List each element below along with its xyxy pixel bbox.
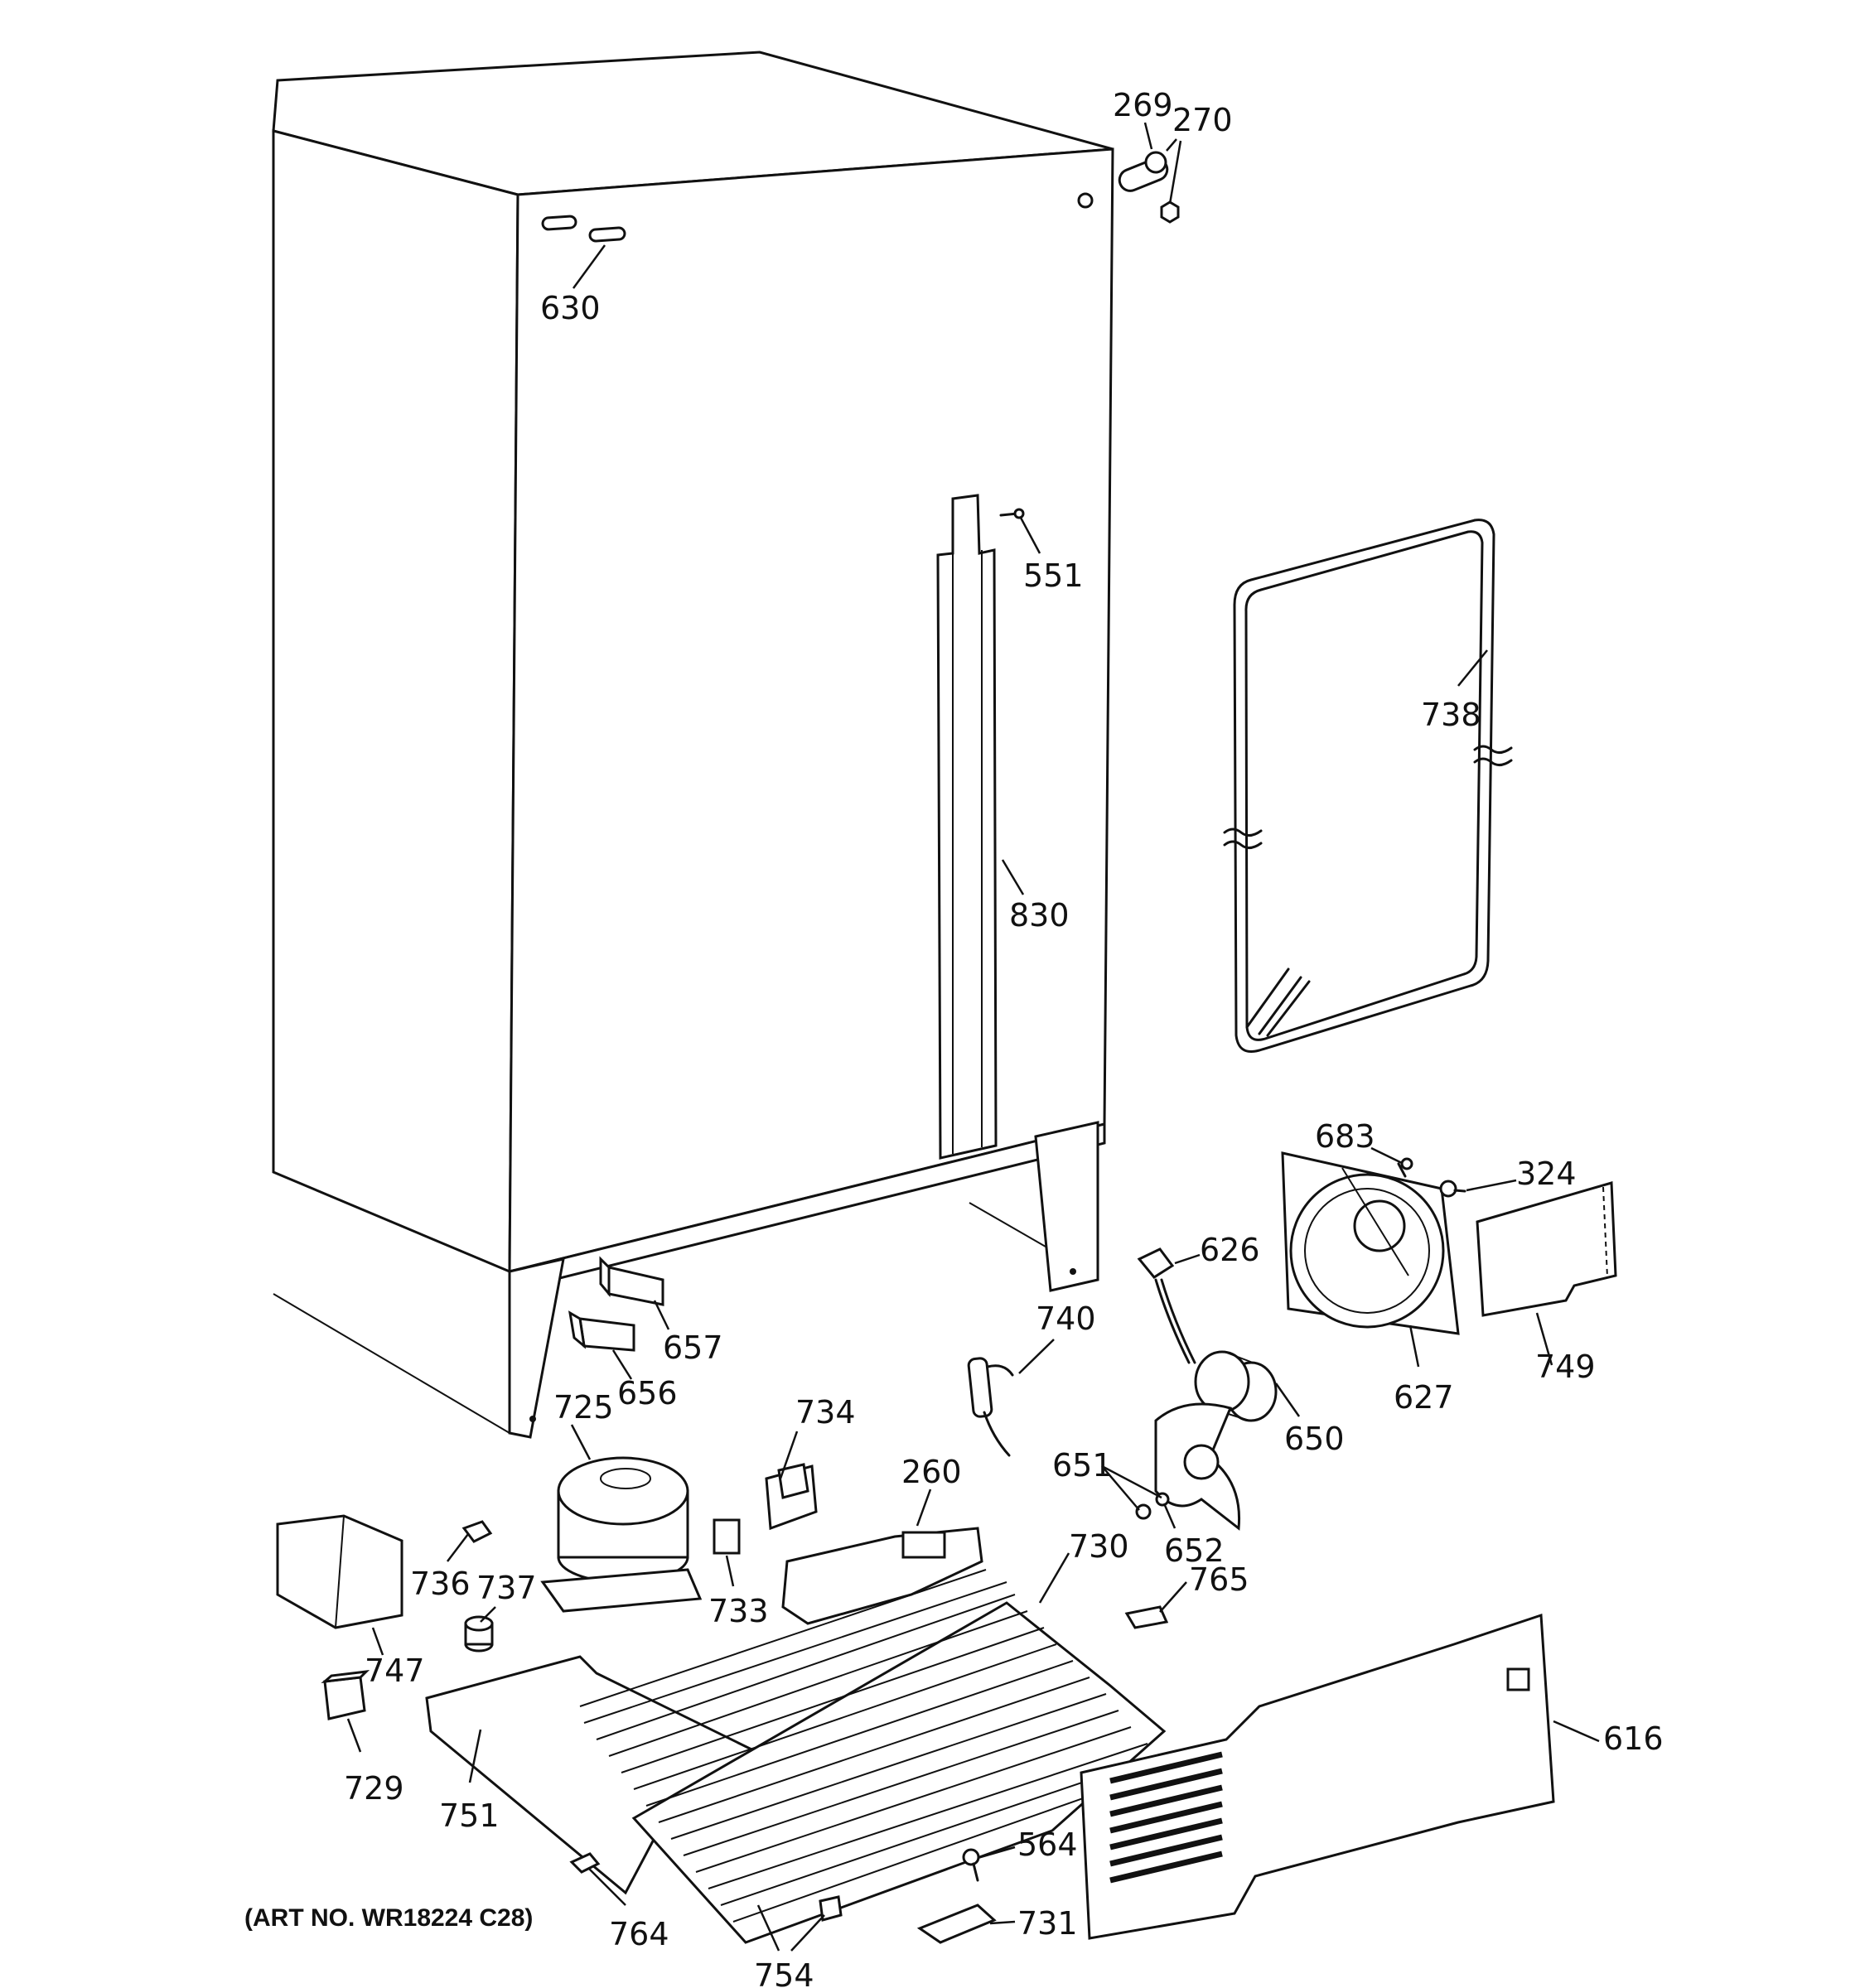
callout-683: 683: [1315, 1118, 1375, 1155]
callout-651: 651: [1052, 1447, 1113, 1484]
callout-627: 627: [1394, 1379, 1454, 1416]
clip-754: [819, 1895, 843, 1922]
clip-765: [1124, 1605, 1169, 1629]
part-736: [461, 1520, 493, 1543]
callout-751: 751: [439, 1797, 500, 1834]
part-733: [713, 1518, 741, 1555]
callout-747: 747: [365, 1653, 425, 1689]
screw-683: [1397, 1157, 1413, 1178]
callout-730: 730: [1069, 1528, 1129, 1565]
bracket-731: [916, 1904, 997, 1944]
leader-lines: [346, 122, 1600, 1952]
callout-656: 656: [617, 1375, 678, 1411]
callout-749: 749: [1535, 1349, 1596, 1385]
screw-324: [1439, 1180, 1466, 1198]
callout-630: 630: [540, 290, 601, 326]
art-number: (ART NO. WR18224 C28): [244, 1904, 533, 1932]
callout-765: 765: [1189, 1561, 1249, 1598]
callout-754: 754: [754, 1957, 814, 1988]
callout-830: 830: [1009, 897, 1070, 934]
callout-740: 740: [1036, 1300, 1096, 1337]
callout-260: 260: [901, 1454, 962, 1490]
fan-blade-651: [1135, 1402, 1241, 1531]
callout-324: 324: [1516, 1156, 1577, 1192]
drain-pan-260: [781, 1527, 983, 1625]
callout-270: 270: [1172, 102, 1233, 138]
part-740: [967, 1357, 1014, 1457]
callout-731: 731: [1017, 1905, 1078, 1942]
callout-657: 657: [663, 1329, 723, 1366]
part-734: [765, 1463, 818, 1531]
callout-labels: 269 270 630 551 738 830 683 324 626 657 …: [344, 87, 1664, 1988]
power-cord-626: [1137, 1247, 1196, 1364]
callout-269: 269: [1113, 87, 1173, 123]
compressor-725: [540, 1456, 703, 1613]
callout-725: 725: [553, 1389, 614, 1426]
callout-736: 736: [410, 1566, 471, 1602]
callout-734: 734: [795, 1394, 856, 1431]
callout-733: 733: [708, 1593, 769, 1629]
callout-652: 652: [1164, 1532, 1225, 1569]
screw-564: [962, 1848, 980, 1882]
callout-564: 564: [1017, 1826, 1078, 1863]
callout-729: 729: [344, 1770, 404, 1807]
grille-616: [1080, 1613, 1555, 1940]
relay-cover-747: [276, 1514, 403, 1629]
callout-737: 737: [476, 1570, 537, 1606]
bracket-656: [568, 1310, 635, 1352]
part-269-270: [1118, 151, 1180, 224]
gasket-738: [1223, 519, 1513, 1053]
callout-551: 551: [1023, 557, 1084, 594]
clip-764: [569, 1852, 601, 1874]
callout-650: 650: [1284, 1421, 1345, 1457]
part-737: [464, 1615, 494, 1653]
relay-729: [321, 1669, 370, 1720]
motor-650: [1194, 1350, 1278, 1422]
callout-616: 616: [1603, 1720, 1664, 1757]
cover-749: [1476, 1181, 1617, 1317]
callout-764: 764: [609, 1916, 669, 1952]
callout-738: 738: [1421, 697, 1481, 733]
callout-626: 626: [1200, 1232, 1260, 1268]
divider-strip-830: [936, 494, 998, 1160]
condenser-730: [579, 1569, 1167, 1944]
fan-shroud-627: [1281, 1151, 1460, 1335]
bracket-657: [599, 1256, 664, 1306]
screw-551: [999, 508, 1025, 519]
